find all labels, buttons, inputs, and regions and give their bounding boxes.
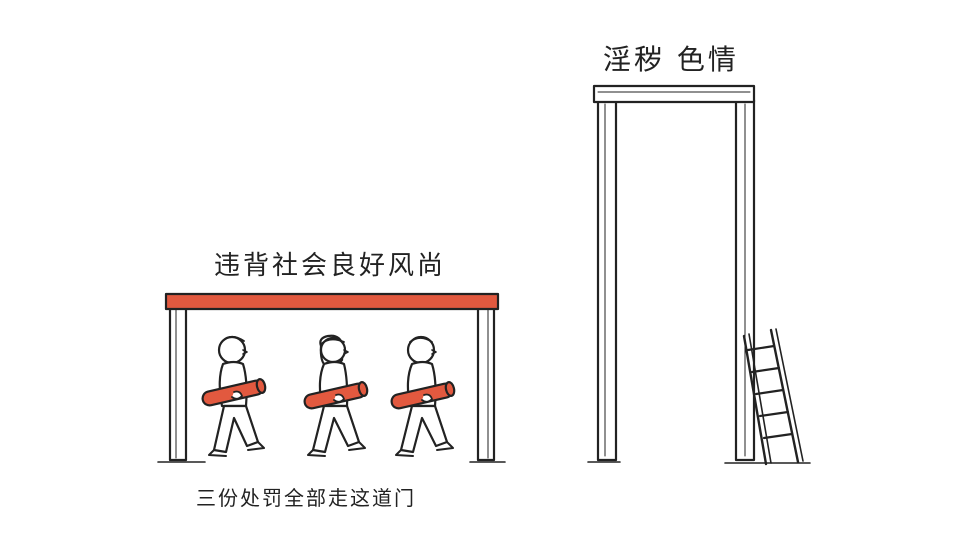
figure-1-head	[217, 335, 247, 365]
figure-1-hand	[231, 390, 243, 400]
figure-2-legs	[311, 404, 361, 454]
ladder-rung	[762, 432, 794, 440]
ladder-rung	[746, 344, 776, 352]
tall-door	[592, 84, 756, 462]
low-door-label: 违背社会良好风尚	[214, 251, 447, 281]
rolled-scroll-icon	[201, 378, 267, 407]
rolled-scroll-icon	[390, 381, 456, 410]
figure-3-hand	[421, 393, 433, 403]
ladder-icon	[742, 328, 804, 466]
rolled-scroll-icon	[303, 381, 369, 410]
tall-door-lintel	[592, 84, 756, 104]
figure-1	[201, 335, 267, 457]
ladder-rung	[758, 410, 790, 418]
ladder-rung	[754, 388, 785, 396]
low-door-right-post	[476, 306, 496, 462]
tall-door-label: 淫秽 色情	[603, 43, 739, 76]
ladder-left-rail	[742, 334, 768, 466]
figure-3-legs	[399, 404, 449, 454]
ground-line-right	[587, 461, 811, 464]
low-door-caption: 三份处罚全部走这道门	[196, 486, 416, 510]
low-door-lintel	[164, 292, 500, 311]
figure-1-legs	[212, 404, 260, 454]
low-door-left-post	[168, 306, 188, 462]
tall-door-left-post	[596, 98, 618, 462]
figure-2-hand	[333, 393, 345, 403]
ladder-rung	[750, 366, 781, 374]
figure-3	[390, 335, 456, 457]
figure-2	[303, 334, 369, 457]
ladder-right-rail	[769, 328, 800, 464]
low-door	[164, 292, 500, 462]
